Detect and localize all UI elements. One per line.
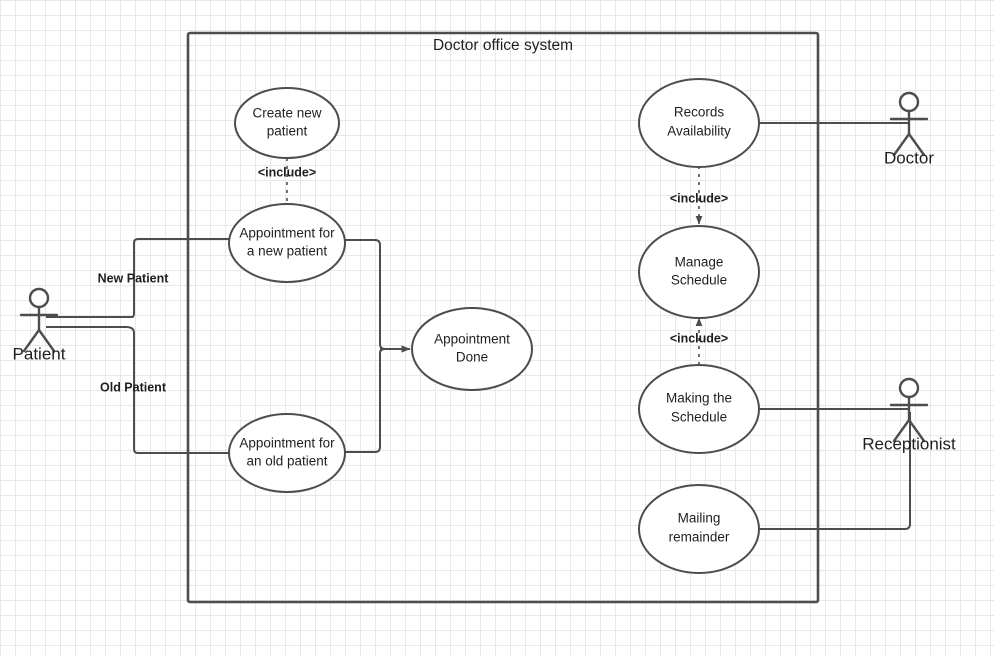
usecase-ellipse[interactable] bbox=[638, 364, 760, 454]
usecase-appointment-done[interactable]: Appointment Done bbox=[411, 307, 533, 391]
usecase-label-line2: an old patient bbox=[246, 454, 327, 469]
usecase-label-line1: Appointment for bbox=[239, 436, 335, 451]
actor-legs-icon bbox=[892, 132, 926, 157]
usecase-making-the-schedule[interactable]: Making the Schedule bbox=[638, 364, 760, 454]
usecase-label-line1: Making the bbox=[666, 391, 732, 406]
actor-patient[interactable]: Patient bbox=[13, 287, 66, 363]
usecase-ellipse[interactable] bbox=[638, 78, 760, 168]
usecase-records-availability[interactable]: Records Availability bbox=[638, 78, 760, 168]
usecase-label-line1: Manage bbox=[675, 255, 724, 270]
usecase-label-line1: Create new bbox=[252, 106, 321, 121]
usecase-create-new-patient[interactable]: Create new patient bbox=[234, 87, 340, 159]
include-create-new-patient-label: <include> bbox=[258, 165, 316, 179]
include-records-manage-label: <include> bbox=[670, 191, 728, 205]
actor-head-icon bbox=[28, 287, 50, 309]
usecase-ellipse[interactable] bbox=[228, 203, 346, 283]
usecase-label-line2: remainder bbox=[669, 530, 730, 545]
usecase-ellipse[interactable] bbox=[638, 484, 760, 574]
actor-label: Patient bbox=[13, 344, 66, 363]
actor-head-icon bbox=[898, 91, 920, 113]
usecase-label-line1: Appointment for bbox=[239, 226, 335, 241]
usecase-ellipse[interactable] bbox=[638, 225, 760, 319]
actor-head-icon bbox=[898, 377, 920, 399]
connector-patient-to-old-appointment bbox=[46, 326, 229, 454]
actor-legs-icon bbox=[892, 418, 926, 443]
actor-doctor[interactable]: Doctor bbox=[884, 91, 934, 167]
include-making-manage-label: <include> bbox=[670, 331, 728, 345]
usecase-manage-schedule[interactable]: Manage Schedule bbox=[638, 225, 760, 319]
usecase-appointment-new-patient[interactable]: Appointment for a new patient bbox=[228, 203, 346, 283]
actor-label: Receptionist bbox=[862, 434, 956, 453]
usecase-ellipse[interactable] bbox=[234, 87, 340, 159]
usecase-ellipse[interactable] bbox=[411, 307, 533, 391]
system-boundary-title: Doctor office system bbox=[433, 37, 573, 54]
connector-new-appointment-to-done bbox=[345, 239, 407, 350]
actor-label: Doctor bbox=[884, 148, 934, 167]
edge-label-new-patient: New Patient bbox=[98, 271, 170, 285]
usecase-label-line2: patient bbox=[267, 124, 308, 139]
usecase-mailing-remainder[interactable]: Mailing remainder bbox=[638, 484, 760, 574]
usecase-label-line1: Appointment bbox=[434, 332, 510, 347]
usecase-label-line1: Records bbox=[674, 105, 725, 120]
usecase-label-line2: Availability bbox=[667, 124, 731, 139]
actor-receptionist[interactable]: Receptionist bbox=[862, 377, 956, 453]
connector-patient-to-new-appointment bbox=[46, 238, 229, 318]
usecase-label-line2: Schedule bbox=[671, 410, 727, 425]
usecase-label-line2: a new patient bbox=[247, 244, 328, 259]
connector-old-appointment-to-done bbox=[345, 348, 407, 453]
connector-mailing-to-receptionist bbox=[759, 412, 911, 530]
system-boundary bbox=[186, 31, 820, 604]
usecase-appointment-old-patient[interactable]: Appointment for an old patient bbox=[228, 413, 346, 493]
usecase-label-line2: Done bbox=[456, 350, 488, 365]
usecase-label-line1: Mailing bbox=[678, 511, 721, 526]
edge-label-old-patient: Old Patient bbox=[100, 380, 167, 394]
usecase-label-line2: Schedule bbox=[671, 273, 727, 288]
usecase-ellipse[interactable] bbox=[228, 413, 346, 493]
actor-legs-icon bbox=[22, 328, 56, 353]
